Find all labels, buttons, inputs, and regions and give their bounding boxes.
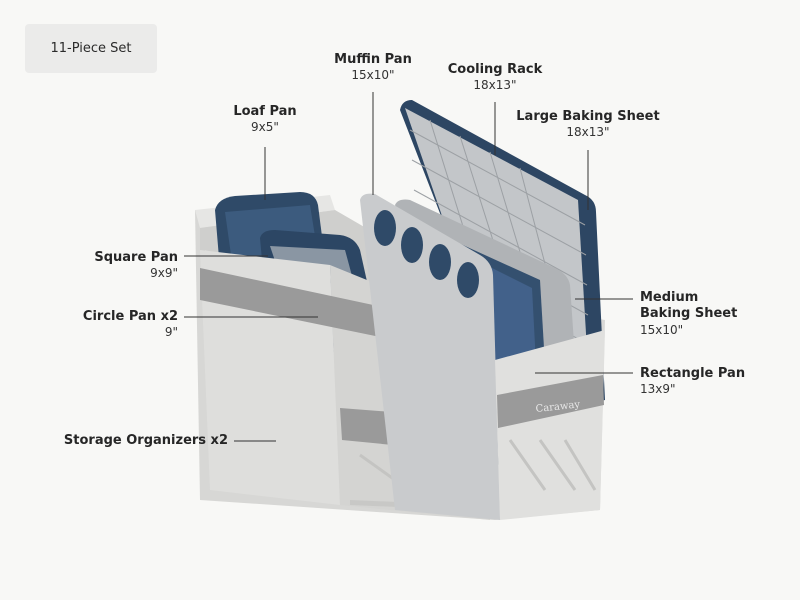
- label-storage-organizers: Storage Organizers x2: [40, 433, 228, 449]
- label-name: Muffin Pan: [334, 52, 412, 67]
- label-name: Circle Pan x2: [82, 309, 178, 324]
- label-size: 18x13": [566, 125, 610, 140]
- label-square-pan: Square Pan 9x9": [74, 250, 178, 281]
- label-size: 13x9": [640, 382, 676, 397]
- brand-logo-right: Caraway: [535, 399, 581, 415]
- label-circle-pan: Circle Pan x2 9": [64, 309, 178, 340]
- label-size: 15x10": [640, 322, 684, 337]
- label-cooling-rack: Cooling Rack 18x13": [440, 62, 550, 93]
- label-name: Medium Baking Sheet: [640, 290, 738, 322]
- label-name: Square Pan: [94, 250, 178, 265]
- set-badge: 11-Piece Set: [25, 24, 157, 73]
- label-large-baking-sheet: Large Baking Sheet 18x13": [513, 109, 663, 140]
- label-medium-baking-sheet: Medium Baking Sheet 15x10": [640, 290, 740, 338]
- right-strap: [497, 375, 604, 428]
- label-muffin-pan: Muffin Pan 15x10": [323, 52, 423, 83]
- label-size: 15x10": [351, 68, 395, 83]
- label-size: 18x13": [473, 78, 517, 93]
- label-name: Storage Organizers x2: [63, 433, 228, 448]
- label-name: Rectangle Pan: [640, 366, 746, 381]
- label-name: Large Baking Sheet: [516, 109, 660, 124]
- label-size: 9": [164, 325, 178, 340]
- label-name: Loaf Pan: [233, 104, 297, 119]
- label-size: 9x5": [251, 120, 279, 135]
- label-rectangle-pan: Rectangle Pan 13x9": [640, 366, 760, 397]
- label-size: 9x9": [150, 266, 178, 281]
- label-name: Cooling Rack: [447, 62, 543, 77]
- label-loaf-pan: Loaf Pan 9x5": [225, 104, 305, 135]
- muffin-pan: [360, 193, 500, 520]
